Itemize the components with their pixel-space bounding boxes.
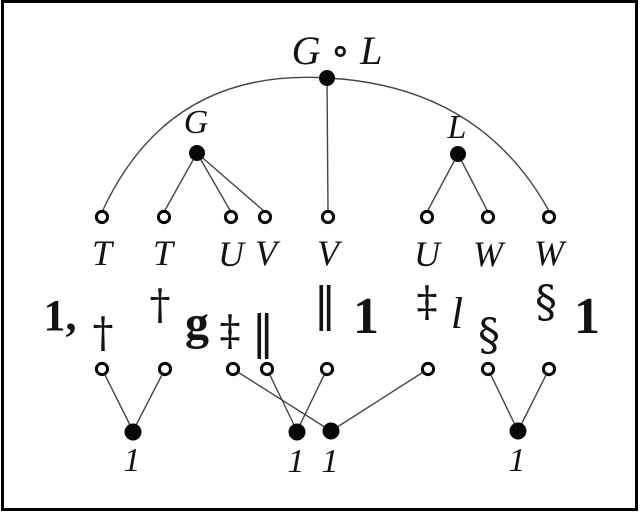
root-label: G ∘ L — [291, 28, 383, 73]
upper-leaf-port-8 — [541, 209, 557, 225]
lower-leaf-port-4 — [259, 361, 275, 377]
upper-leaf-port-4 — [257, 209, 273, 225]
italic-l-symbol: l — [450, 289, 464, 338]
unit-label-1: 1 — [123, 442, 141, 479]
double-bar-symbol: ‖ — [313, 277, 337, 331]
symbol-bold-one-comma: 1, — [43, 291, 77, 340]
edge-l-leaf2 — [457, 153, 489, 213]
double-dagger-symbol: ‡ — [219, 306, 241, 355]
edge-root-to-leftmost-leaf — [101, 76, 328, 213]
symbol-bold-one: 1 — [353, 288, 379, 345]
leaf-label-w2: W — [534, 233, 564, 273]
edge-unit1-b — [132, 368, 166, 432]
lower-leaf-port-1 — [94, 361, 110, 377]
fraktur-g-symbol: g — [185, 297, 209, 350]
leaf-label-t2: T — [152, 233, 174, 273]
upper-leaf-port-1 — [94, 209, 110, 225]
section-sign-symbol: § — [535, 277, 557, 328]
unit-vertex-dot-3 — [322, 422, 340, 440]
upper-leaf-port-7 — [480, 209, 496, 225]
lower-leaf-port-6 — [420, 361, 436, 377]
upper-leaf-port-5 — [320, 209, 336, 225]
unit-vertex-dot-4 — [509, 422, 527, 440]
edge-g-leaf2 — [196, 152, 232, 213]
unit-label-3: 1 — [321, 443, 339, 480]
edge-unit1-a — [101, 368, 134, 432]
lower-leaf-port-7 — [480, 361, 496, 377]
lower-leaf-port-2 — [157, 361, 173, 377]
leaf-label-v2: V — [317, 233, 339, 273]
dagger-symbol: † — [92, 308, 114, 357]
edge-root-to-rightmost-leaf — [326, 77, 550, 212]
edge-g-leaf3 — [196, 152, 266, 213]
upper-leaf-port-6 — [419, 209, 435, 225]
edge-root-to-middle-leaf — [326, 77, 329, 212]
edge-g-leaf1 — [163, 152, 198, 213]
edge-unit2-b — [296, 368, 328, 432]
symbol-bold-one: 1 — [574, 288, 600, 345]
lower-leaf-port-8 — [541, 361, 557, 377]
leaf-label-v1: V — [255, 233, 277, 273]
lower-leaf-port-3 — [225, 361, 241, 377]
section-sign-symbol: § — [478, 310, 500, 361]
l-vertex-dot — [450, 146, 466, 162]
upper-leaf-port-2 — [156, 209, 172, 225]
g-vertex-dot — [189, 145, 205, 161]
leaf-label-t1: T — [91, 233, 113, 273]
edge-unit4-b — [517, 368, 550, 432]
edge-unit3-a — [232, 368, 332, 432]
upper-leaf-port-3 — [223, 209, 239, 225]
edge-l-leaf1 — [426, 153, 459, 213]
leaf-label-u1: U — [218, 234, 244, 274]
edge-unit4-a — [487, 368, 519, 432]
unit-label-2: 1 — [287, 443, 305, 480]
g-node-label: G — [183, 104, 209, 141]
leaf-label-u2: U — [414, 234, 440, 274]
edge-unit3-b — [330, 368, 429, 432]
unit-vertex-dot-2 — [288, 423, 306, 441]
double-bar-symbol: ‖ — [251, 305, 275, 359]
unit-label-4: 1 — [508, 442, 526, 479]
unit-vertex-dot-1 — [124, 423, 142, 441]
l-node-label: L — [447, 109, 467, 146]
double-dagger-symbol: ‡ — [416, 277, 438, 326]
dagger-symbol: † — [149, 280, 171, 329]
leaf-label-w1: W — [473, 234, 503, 274]
root-vertex-dot — [319, 70, 335, 86]
lower-leaf-port-5 — [319, 361, 335, 377]
